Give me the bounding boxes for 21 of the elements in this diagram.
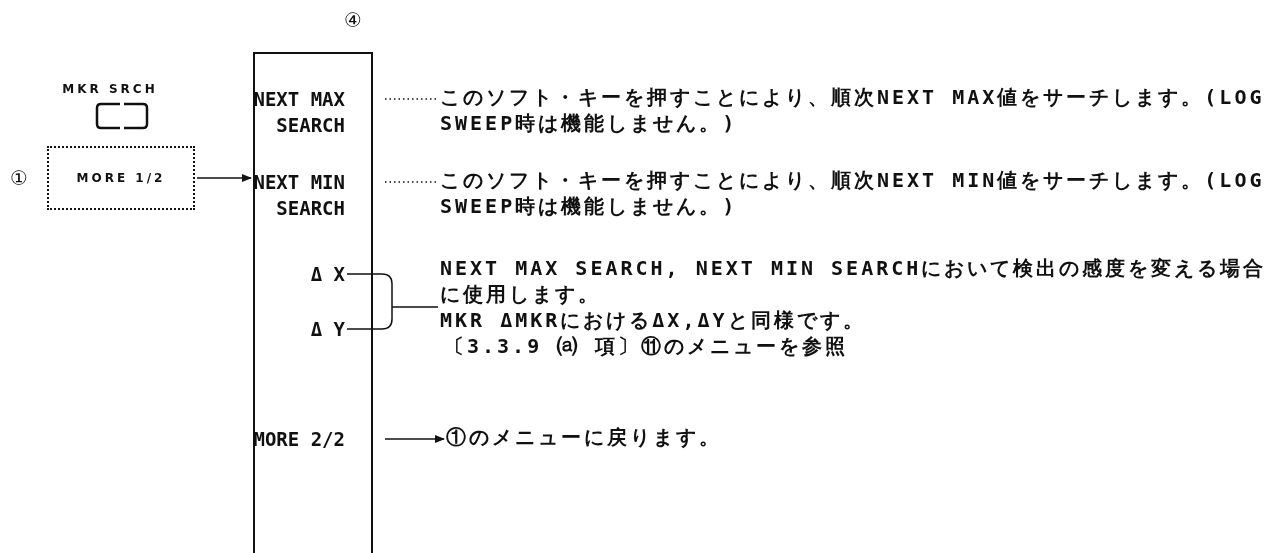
description-text: MKR ΔMKRにおけるΔX,ΔYと同様です。	[440, 307, 867, 333]
arrow	[196, 174, 252, 182]
bracket	[346, 273, 439, 330]
arrow	[384, 435, 445, 443]
description-text: NEXT MAX SEARCH, NEXT MIN SEARCHにおいて検出の感度を変える場合に使用します。	[440, 255, 1268, 307]
menu-panel	[253, 52, 373, 553]
softkey-box: MORE 1/2	[47, 146, 195, 210]
key-label: MKR SRCH	[61, 82, 159, 96]
softkey-label: Δ X	[241, 261, 345, 287]
softkey-label: NEXT MAX SEARCH	[241, 86, 345, 138]
softkey-label: MORE 2/2	[241, 426, 345, 452]
callout-number: ①	[10, 166, 28, 190]
description-text: ①のメニューに戻ります。	[446, 424, 1246, 450]
callout-number: ④	[344, 8, 362, 32]
softkey-label: Δ Y	[241, 316, 345, 342]
description-text: 〔3.3.9 ⒜ 項〕⑪のメニューを参照	[443, 333, 850, 359]
description-text: このソフト・キーを押すことにより、順次NEXT MIN値をサーチします。(LOG SWEEP時は機能しません。)	[440, 167, 1270, 219]
softkey-label: NEXT MIN SEARCH	[241, 169, 345, 221]
leader-line	[384, 181, 439, 183]
leader-line	[384, 98, 439, 100]
description-text: このソフト・キーを押すことにより、順次NEXT MAX値をサーチします。(LOG SWEEP時は機能しません。)	[440, 84, 1270, 136]
